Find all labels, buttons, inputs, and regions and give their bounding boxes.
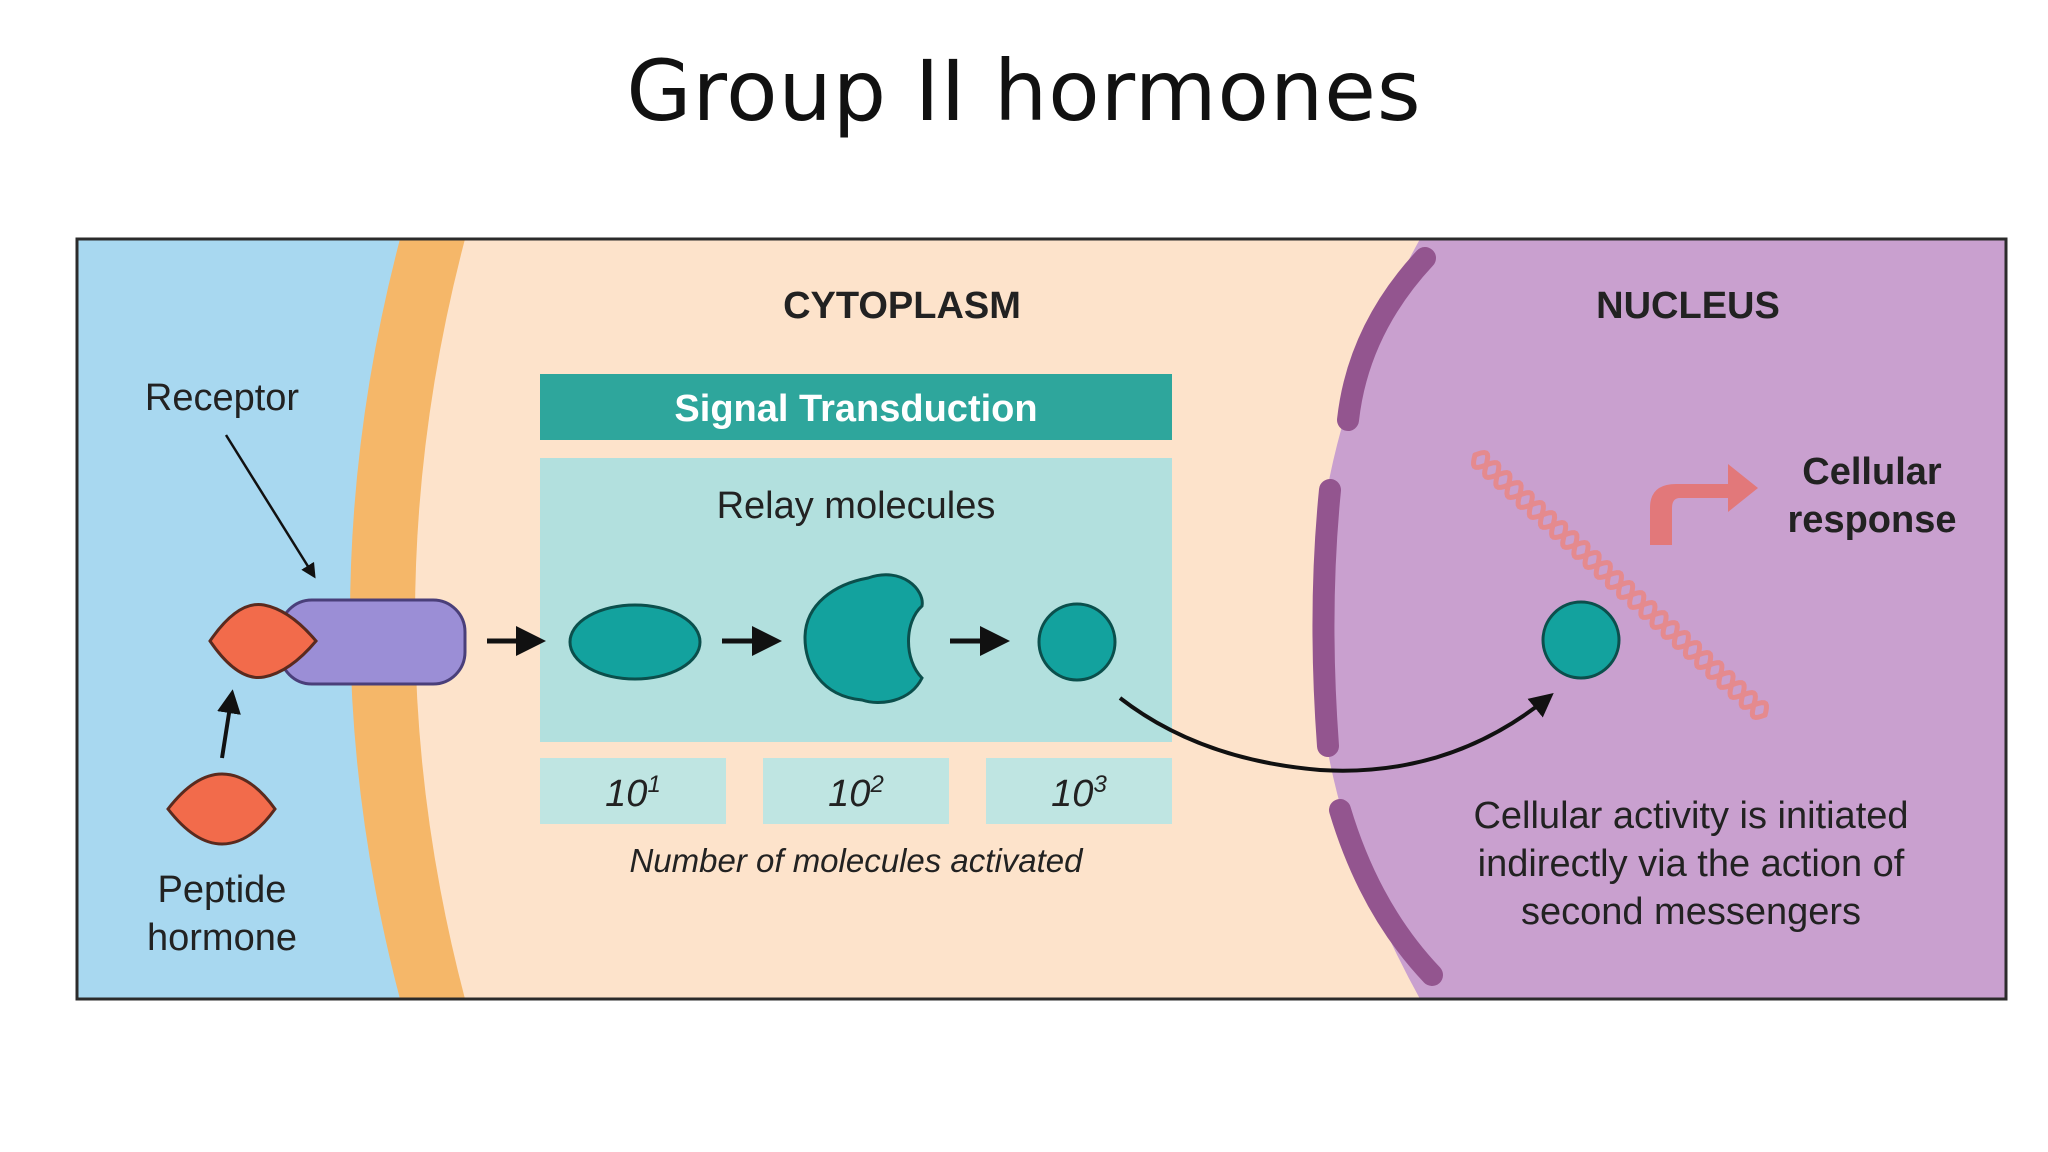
cellular-response-label-line2: response	[1788, 499, 1957, 541]
counts-caption: Number of molecules activated	[629, 842, 1084, 879]
nucleus-description-line3: second messengers	[1521, 891, 1861, 933]
signal-transduction-label: Signal Transduction	[674, 388, 1037, 430]
nucleus-description-line1: Cellular activity is initiated	[1473, 795, 1908, 837]
peptide-hormone-label-line2: hormone	[147, 917, 297, 959]
receptor-label: Receptor	[145, 377, 300, 419]
relay-molecule-1	[570, 605, 700, 679]
peptide-hormone-label-line1: Peptide	[158, 869, 287, 911]
nuclear-relay-molecule	[1543, 602, 1619, 678]
nucleus-description-line2: indirectly via the action of	[1478, 843, 1905, 885]
relay-molecule-3	[1039, 604, 1115, 680]
cytoplasm-label: CYTOPLASM	[783, 285, 1021, 327]
relay-molecules-label: Relay molecules	[717, 485, 996, 527]
cellular-response-label-line1: Cellular	[1802, 451, 1942, 493]
nucleus-region	[1315, 239, 2006, 999]
nucleus-label: NUCLEUS	[1596, 285, 1780, 327]
